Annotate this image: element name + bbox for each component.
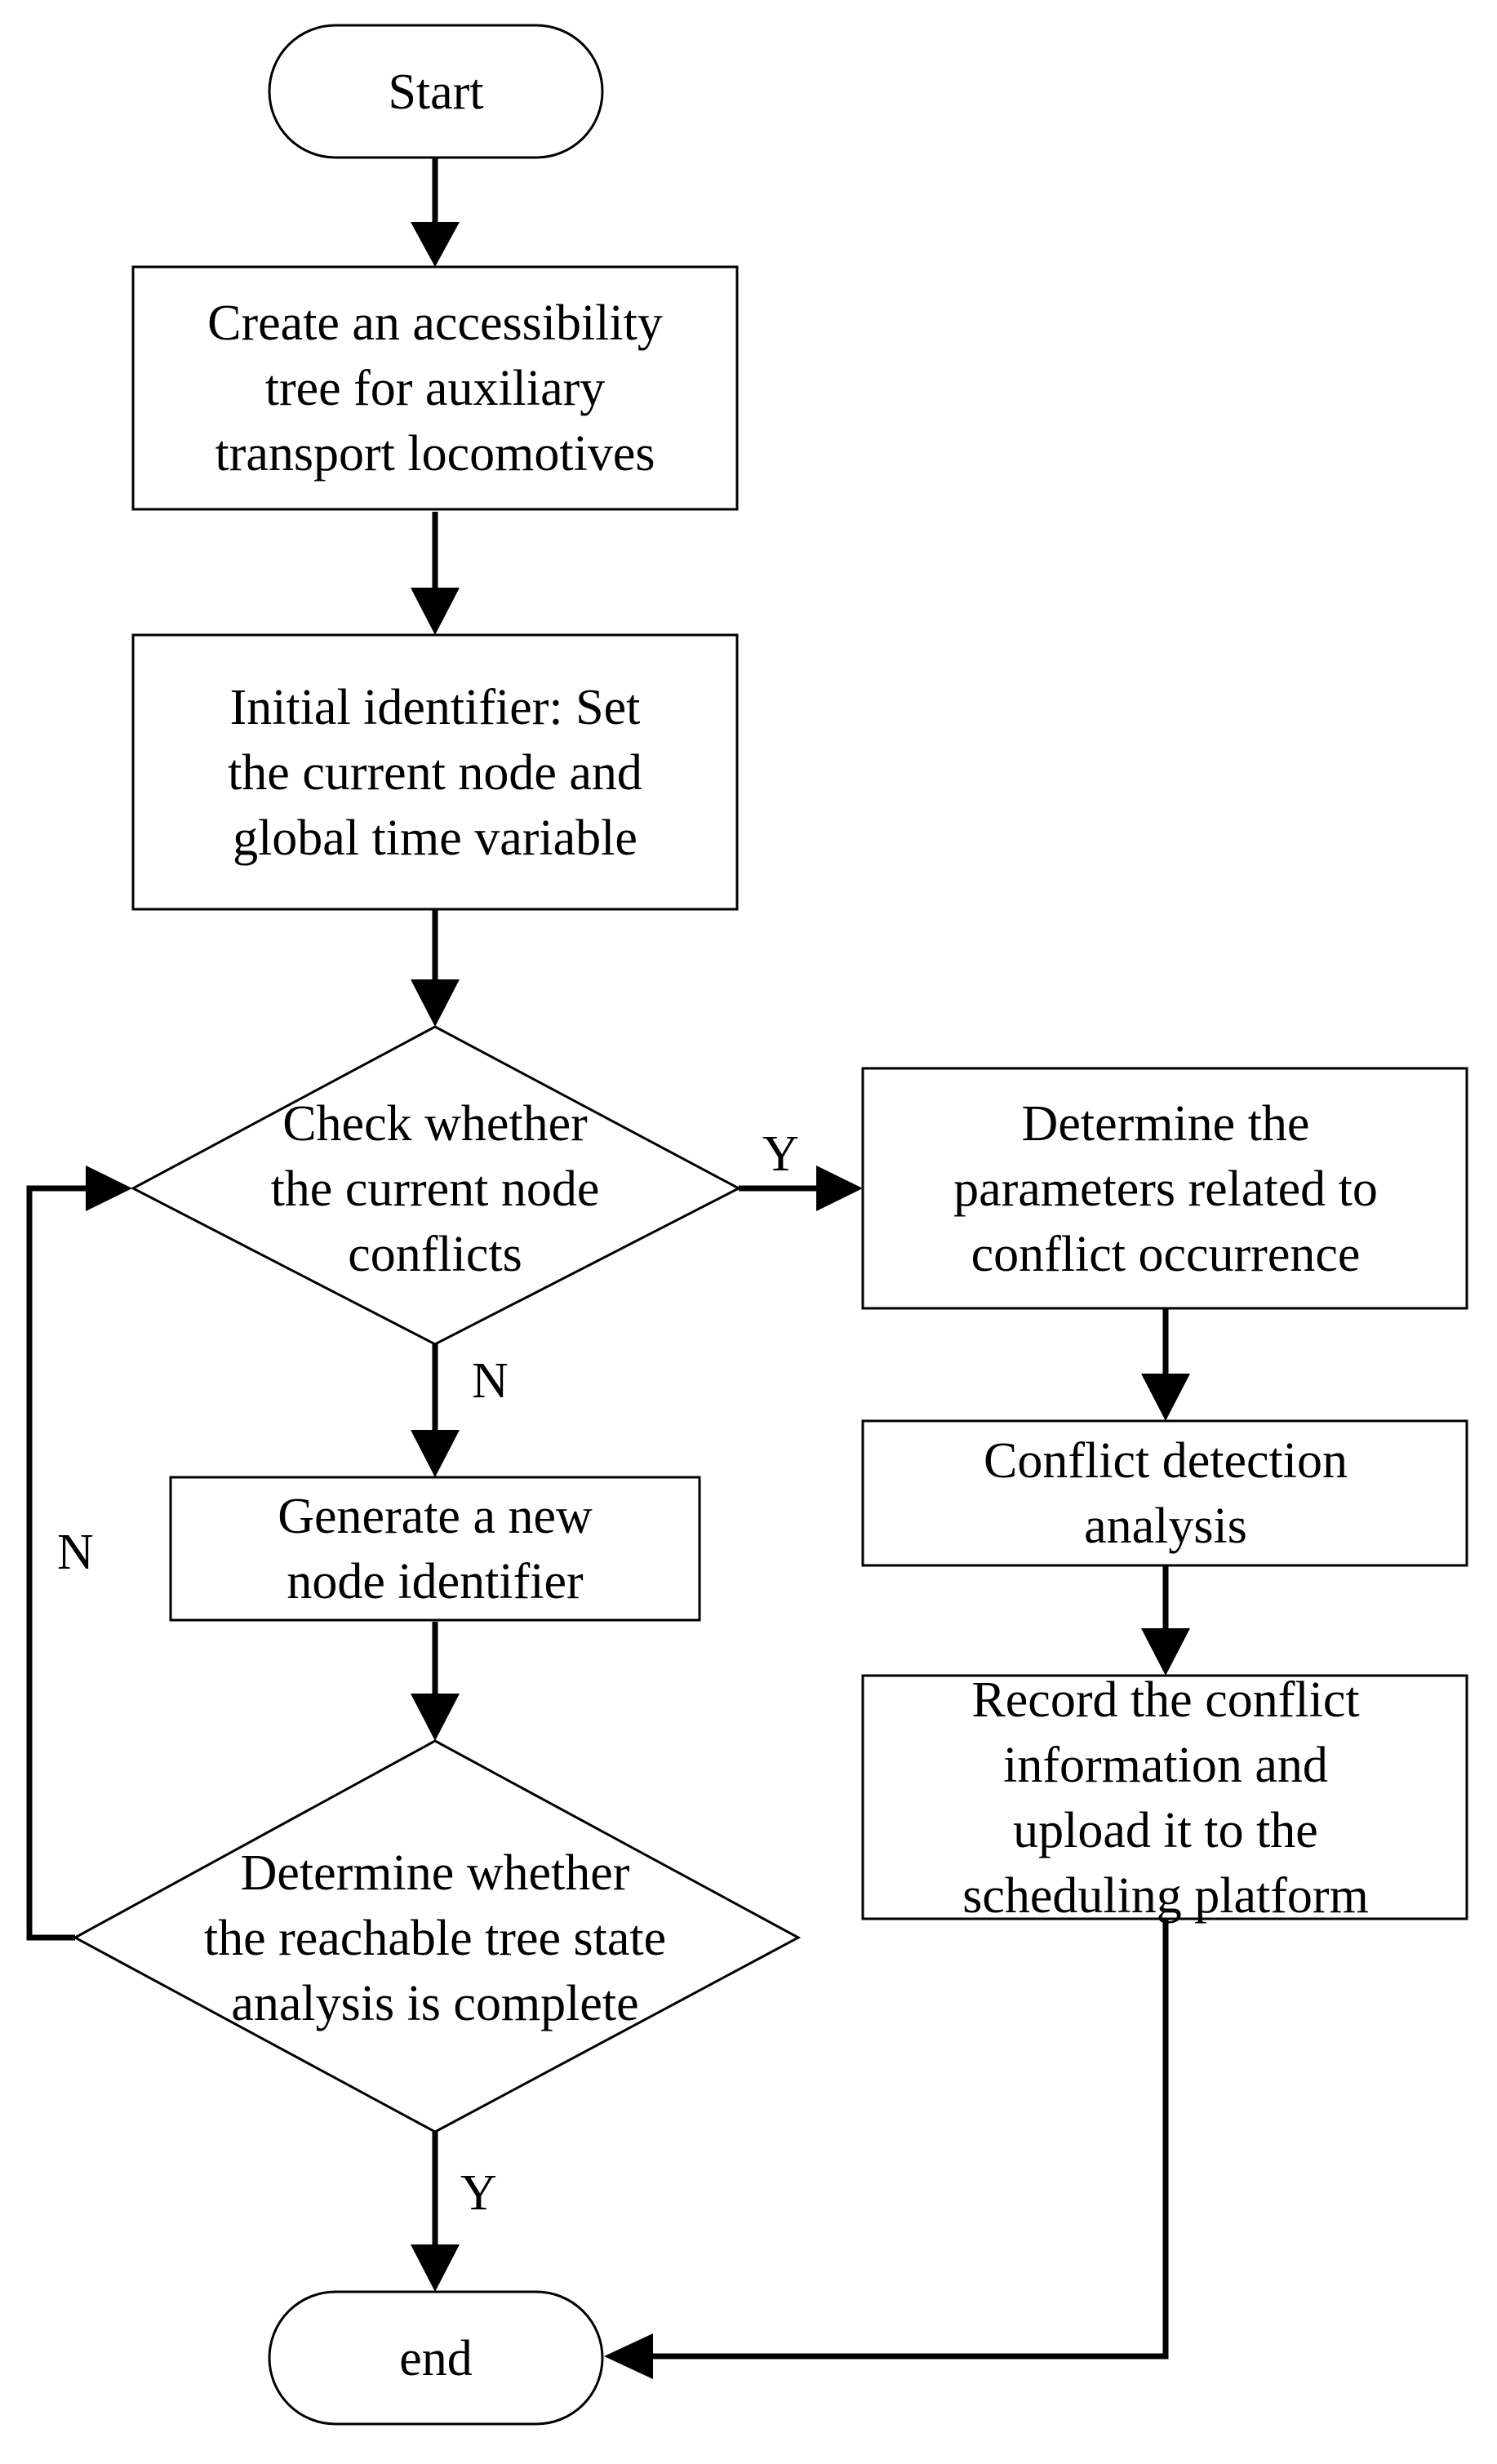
create-tree-line-1: Create an accessibility bbox=[207, 295, 663, 351]
check-conflict-line-2: the current node bbox=[271, 1161, 600, 1217]
create-tree-label: Create an accessibility tree for auxiliar… bbox=[207, 295, 663, 482]
arrowhead-init-check bbox=[411, 979, 460, 1027]
check-conflict-line-1: Check whether bbox=[282, 1096, 588, 1152]
record-conflict-line-1: Record the conflict bbox=[971, 1672, 1359, 1728]
start-label: Start bbox=[388, 64, 483, 120]
record-conflict-line-4: scheduling platform bbox=[962, 1868, 1369, 1924]
arrowhead-check-params bbox=[816, 1165, 863, 1211]
determine-complete-line-1: Determine whether bbox=[241, 1845, 630, 1901]
start-terminal bbox=[268, 24, 604, 159]
connector-record-end bbox=[653, 1919, 1169, 2360]
conflict-detection-line-1: Conflict detection bbox=[984, 1433, 1348, 1489]
arrowhead-complete-end bbox=[411, 2244, 460, 2292]
create-tree-box bbox=[131, 265, 739, 511]
end-terminal bbox=[268, 2290, 604, 2426]
determine-complete-line-2: the reachable tree state bbox=[204, 1911, 666, 1966]
edge-label-loop-no: N bbox=[57, 1525, 94, 1580]
arrowhead-params-detection bbox=[1141, 1374, 1190, 1421]
generate-node-box bbox=[169, 1476, 701, 1622]
start-line-1: Start bbox=[388, 64, 483, 120]
determine-complete-line-3: analysis is complete bbox=[231, 1976, 638, 2031]
generate-node-label: Generate a new node identifier bbox=[278, 1489, 593, 1609]
edge-label-complete-yes: Y bbox=[460, 2165, 497, 2221]
init-identifier-line-2: the current node and bbox=[228, 745, 642, 801]
end-line-1: end bbox=[399, 2331, 473, 2386]
generate-node-line-1: Generate a new bbox=[278, 1489, 593, 1544]
record-conflict-label: Record the conflict information and upload… bbox=[962, 1672, 1369, 1924]
determine-params-label: Determine the parameters related to confli… bbox=[953, 1096, 1378, 1282]
check-conflict-decision bbox=[130, 1025, 742, 1346]
init-identifier-line-3: global time variable bbox=[233, 810, 637, 866]
arrowhead-loop-back bbox=[86, 1165, 132, 1211]
generate-node-line-2: node identifier bbox=[287, 1554, 584, 1609]
determine-params-line-2: parameters related to bbox=[953, 1161, 1378, 1217]
arrowhead-generate-complete bbox=[411, 1694, 460, 1741]
conflict-detection-label: Conflict detection analysis bbox=[984, 1433, 1348, 1554]
determine-params-line-3: conflict occurrence bbox=[971, 1227, 1361, 1282]
connector-loop-back bbox=[26, 1185, 86, 1941]
check-conflict-label: Check whether the current node conflicts bbox=[271, 1096, 600, 1282]
edge-label-check-yes: Y bbox=[762, 1126, 799, 1182]
end-label: end bbox=[399, 2331, 473, 2386]
determine-params-box bbox=[861, 1067, 1468, 1310]
create-tree-line-3: transport locomotives bbox=[215, 426, 655, 482]
arrowhead-record-end bbox=[604, 2333, 653, 2379]
arrowhead-check-generate bbox=[411, 1430, 460, 1477]
init-identifier-line-1: Initial identifier: Set bbox=[230, 680, 641, 735]
arrowhead-detection-record bbox=[1141, 1628, 1190, 1676]
record-conflict-line-3: upload it to the bbox=[1013, 1803, 1318, 1858]
create-tree-line-2: tree for auxiliary bbox=[265, 361, 606, 416]
determine-complete-label: Determine whether the reachable tree stat… bbox=[204, 1845, 666, 2031]
arrowhead-start-create bbox=[411, 222, 460, 267]
conflict-detection-line-2: analysis bbox=[1084, 1498, 1247, 1554]
arrowhead-create-init bbox=[411, 588, 460, 635]
record-conflict-box bbox=[861, 1674, 1468, 1920]
conflict-detection-box bbox=[861, 1419, 1468, 1567]
determine-params-line-1: Determine the bbox=[1022, 1096, 1310, 1152]
record-conflict-line-2: information and bbox=[1003, 1738, 1328, 1793]
init-identifier-box bbox=[131, 633, 739, 911]
determine-complete-decision bbox=[72, 1739, 802, 2133]
check-conflict-line-3: conflicts bbox=[348, 1227, 522, 1282]
edge-label-check-no: N bbox=[472, 1353, 509, 1409]
init-identifier-label: Initial identifier: Set the current node … bbox=[228, 680, 642, 866]
